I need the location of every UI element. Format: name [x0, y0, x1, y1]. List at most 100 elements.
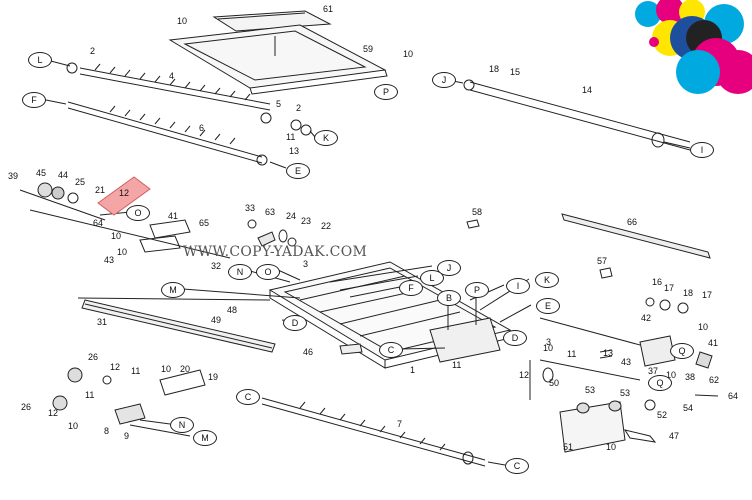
part-label: 65	[199, 218, 210, 228]
watermark-text: WWW.COPY-YADAK.COM	[183, 244, 368, 260]
part-label: 25	[75, 177, 86, 187]
part-label: 50	[549, 378, 560, 388]
part-label: 11	[85, 390, 95, 400]
callout-L: L	[420, 270, 444, 286]
callout-F: F	[22, 92, 46, 108]
callout-N: N	[228, 264, 252, 280]
part-label: 10	[161, 364, 172, 374]
part-label: 10	[117, 247, 128, 257]
part-label: 5	[276, 99, 282, 109]
callout-P: P	[374, 84, 398, 100]
part-label: 3	[303, 259, 309, 269]
part-label: 64	[93, 218, 104, 228]
part-label: 12	[48, 408, 59, 418]
callout-J: J	[437, 260, 461, 276]
part-label: 10	[606, 442, 617, 452]
part-label: 10	[177, 16, 188, 26]
callout-Q: Q	[648, 375, 672, 391]
part-label: 10	[111, 231, 122, 241]
part-label: 58	[472, 207, 483, 217]
part-label: 44	[58, 170, 69, 180]
part-label: 2	[296, 103, 302, 113]
callout-C: C	[379, 342, 403, 358]
callout-D: D	[503, 330, 527, 346]
callout-I: I	[690, 142, 714, 158]
part-label: 11	[567, 349, 577, 359]
part-label: 23	[301, 216, 312, 226]
callout-K: K	[535, 272, 559, 288]
part-label: 32	[211, 261, 222, 271]
part-label: 37	[648, 366, 659, 376]
part-label: 66	[627, 217, 638, 227]
part-label: 42	[641, 313, 652, 323]
part-label: 11	[286, 132, 296, 142]
part-label: 26	[21, 402, 32, 412]
part-label: 2	[90, 46, 96, 56]
callout-E: E	[286, 163, 310, 179]
callout-L: L	[28, 52, 52, 68]
part-label: 7	[397, 419, 403, 429]
part-label: 31	[97, 317, 108, 327]
part-label: 53	[585, 385, 596, 395]
part-label: 33	[245, 203, 256, 213]
part-label: 62	[709, 375, 720, 385]
part-label: 20	[180, 364, 191, 374]
callout-O: O	[256, 264, 280, 280]
callout-N: N	[170, 417, 194, 433]
callout-C: C	[505, 458, 529, 474]
part-label: 12	[519, 370, 530, 380]
part-label: 59	[363, 44, 374, 54]
part-label: 6	[199, 123, 205, 133]
part-label-highlighted: 12	[119, 188, 130, 198]
part-label: 47	[669, 431, 680, 441]
part-label: 9	[124, 431, 130, 441]
part-label: 64	[728, 391, 739, 401]
callout-P: P	[465, 282, 489, 298]
part-label: 54	[683, 403, 694, 413]
part-label: 13	[603, 348, 614, 358]
part-label: 11	[131, 366, 141, 376]
callout-J: J	[432, 72, 456, 88]
part-label: 43	[104, 255, 115, 265]
callout-C: C	[236, 389, 260, 405]
part-label: 48	[227, 305, 238, 315]
part-label: 10	[403, 49, 414, 59]
callout-I: I	[506, 278, 530, 294]
part-label: 41	[708, 338, 719, 348]
callout-D: D	[283, 315, 307, 331]
part-label: 46	[303, 347, 314, 357]
part-label: 10	[698, 322, 709, 332]
part-label: 1	[410, 365, 416, 375]
part-label: 24	[286, 211, 297, 221]
part-label: 22	[321, 221, 332, 231]
part-label: 51	[563, 442, 574, 452]
part-label: 13	[289, 146, 300, 156]
part-label: 21	[95, 185, 106, 195]
part-label: 12	[110, 362, 121, 372]
part-label: 57	[597, 256, 608, 266]
part-label: 17	[664, 283, 675, 293]
part-label: 10	[543, 343, 554, 353]
part-label: 11	[452, 360, 462, 370]
highlighted-part-marker	[97, 176, 151, 216]
part-label: 14	[582, 85, 593, 95]
part-label: 61	[323, 4, 334, 14]
callout-M: M	[161, 282, 185, 298]
part-label: 43	[621, 357, 632, 367]
part-label: 41	[168, 211, 179, 221]
brand-logo	[635, 0, 752, 94]
callout-Q: Q	[670, 343, 694, 359]
part-label: 18	[489, 64, 500, 74]
callout-E: E	[536, 298, 560, 314]
part-label: 19	[208, 372, 219, 382]
part-label: 8	[104, 426, 110, 436]
part-label: 17	[702, 290, 713, 300]
part-label: 52	[657, 410, 668, 420]
part-label: 3	[546, 337, 552, 347]
part-label: 15	[510, 67, 521, 77]
part-label: 38	[685, 372, 696, 382]
callout-K: K	[314, 130, 338, 146]
part-label: 18	[683, 288, 694, 298]
